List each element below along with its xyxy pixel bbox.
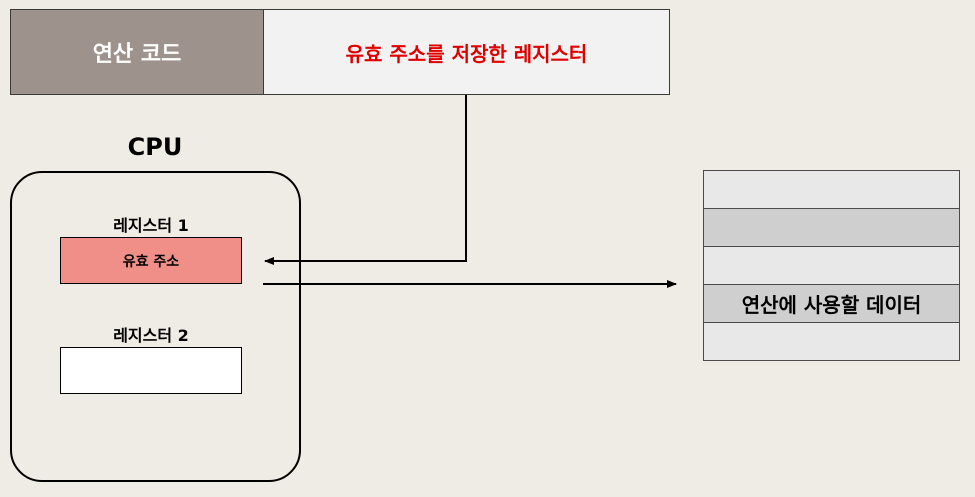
memory-cell-text: 연산에 사용할 데이터 — [741, 293, 922, 317]
cpu-title: CPU — [127, 133, 183, 161]
register-2-box — [60, 347, 242, 394]
memory-cell — [703, 246, 960, 285]
memory-cell — [703, 322, 960, 361]
cpu-box — [10, 171, 301, 482]
opcode-label: 연산 코드 — [92, 42, 182, 67]
operand-label: 유효 주소를 저장한 레지스터 — [345, 41, 588, 66]
instruction-opcode-field: 연산 코드 — [10, 9, 264, 95]
memory-cell — [703, 208, 960, 247]
register-2-label: 레지스터 2 — [113, 326, 189, 345]
register-1-box: 유효 주소 — [60, 237, 242, 284]
instruction-operand-field: 유효 주소를 저장한 레지스터 — [263, 9, 670, 95]
register-1-content: 유효 주소 — [122, 253, 180, 270]
memory-cell-data: 연산에 사용할 데이터 — [703, 284, 960, 323]
memory-cell — [703, 170, 960, 209]
register-1-label: 레지스터 1 — [113, 216, 189, 235]
